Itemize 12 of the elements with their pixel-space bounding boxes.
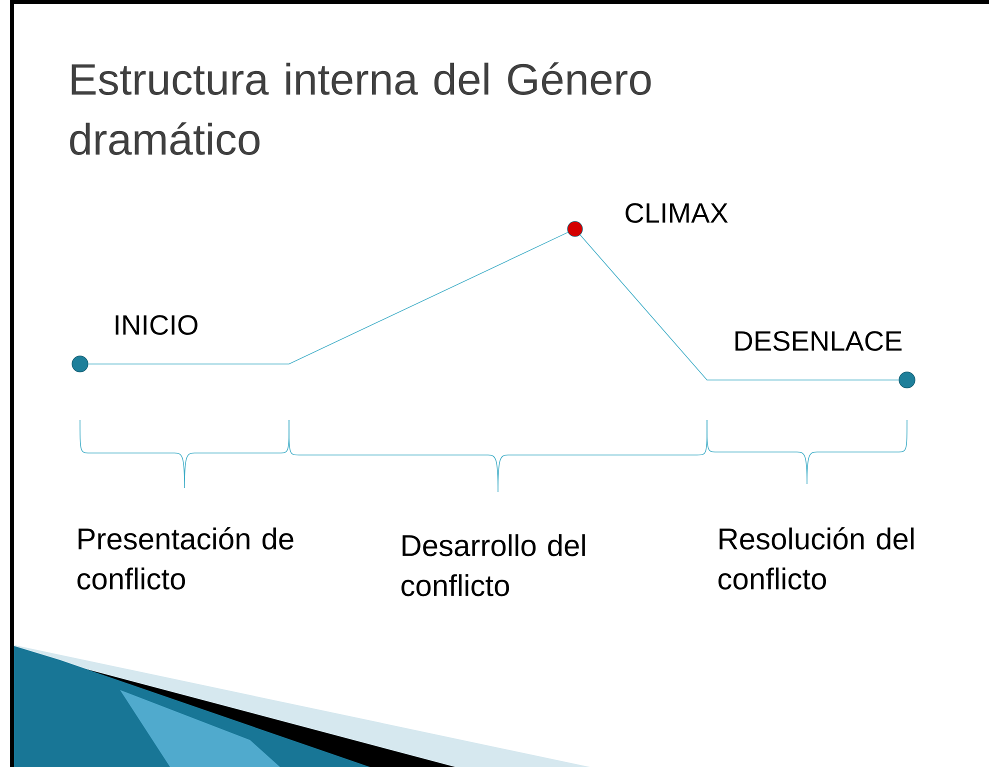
point-label: INICIO — [116, 315, 198, 335]
line — [88, 232, 568, 364]
point-label: CLIMAX — [626, 203, 728, 223]
line — [580, 234, 900, 380]
point-marker — [72, 356, 88, 372]
phase-label: Resolución del conflicto — [718, 527, 914, 590]
point-marker — [567, 221, 583, 237]
phase-label: Desarrollo del conflicto — [401, 534, 585, 596]
phase-label: Presentación de conflicto — [77, 527, 294, 590]
point-marker — [898, 372, 916, 388]
title: Estructura interna del Género dramático — [70, 62, 651, 155]
point-label: DESENLACE — [736, 331, 902, 351]
